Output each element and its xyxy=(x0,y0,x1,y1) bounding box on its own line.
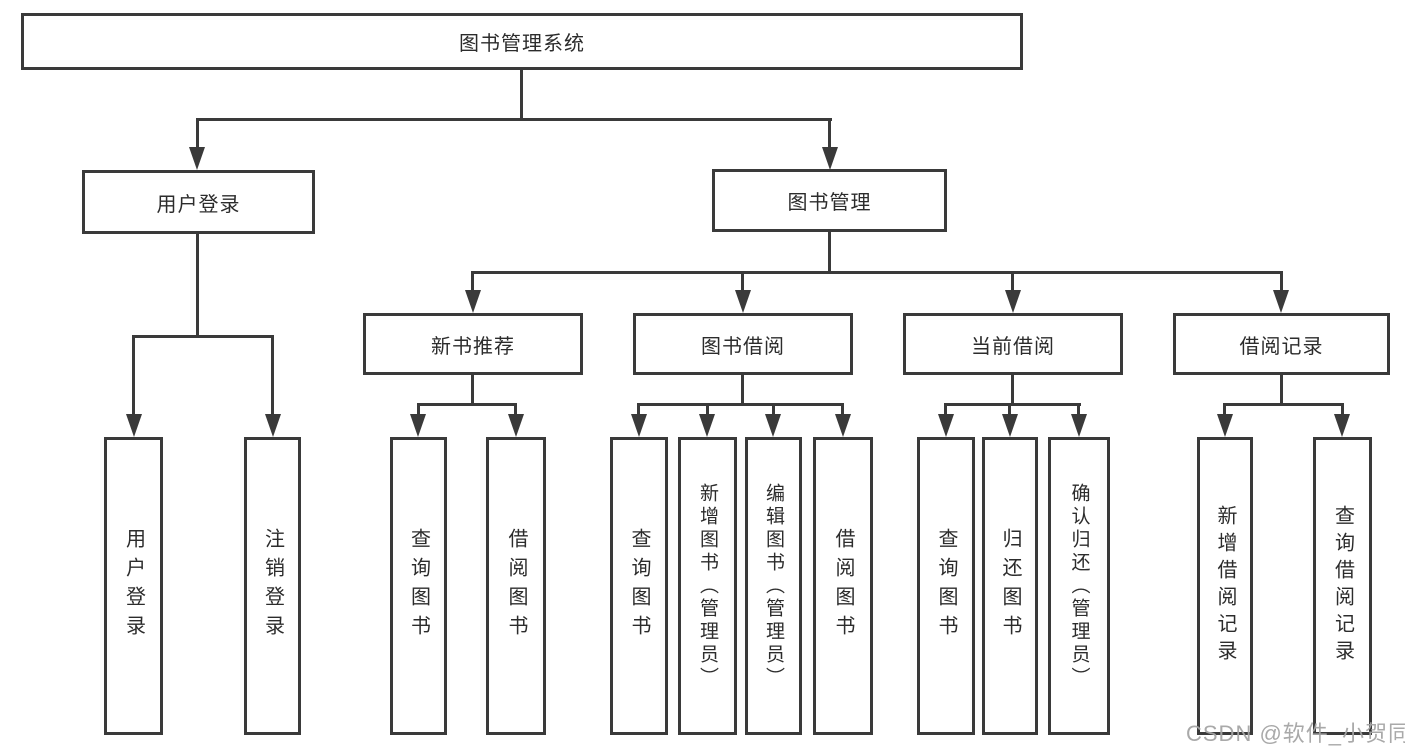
connector-line xyxy=(828,232,831,273)
arrow-down-icon xyxy=(1005,290,1021,313)
node-book-borrowing: 图书借阅 xyxy=(633,313,853,375)
node-current-borrowing: 当前借阅 xyxy=(903,313,1123,375)
connector-line xyxy=(471,271,1283,274)
connector-line xyxy=(132,335,274,338)
arrow-down-icon xyxy=(735,290,751,313)
arrow-down-icon xyxy=(1071,414,1087,437)
arrow-down-icon xyxy=(189,147,205,170)
leaf-add-borrow-record-label: 新增借阅记录 xyxy=(1214,505,1236,667)
leaf-query-books-borrowing-label: 查询图书 xyxy=(628,528,650,644)
connector-line xyxy=(772,403,775,417)
connector-line xyxy=(741,375,744,405)
leaf-borrow-books: 借阅图书 xyxy=(813,437,873,735)
arrow-down-icon xyxy=(938,414,954,437)
leaf-query-borrow-record: 查询借阅记录 xyxy=(1313,437,1372,735)
arrow-down-icon xyxy=(508,414,524,437)
node-user-login: 用户登录 xyxy=(82,170,315,234)
arrow-down-icon xyxy=(1334,414,1350,437)
leaf-return-books-label: 归还图书 xyxy=(999,528,1021,644)
connector-line xyxy=(828,118,831,151)
connector-line xyxy=(471,375,474,405)
connector-line xyxy=(637,403,844,406)
connector-line xyxy=(514,403,517,417)
node-new-book-recommend: 新书推荐 xyxy=(363,313,583,375)
connector-line xyxy=(1077,403,1080,417)
connector-line xyxy=(196,118,199,151)
connector-line xyxy=(1223,403,1344,406)
connector-line xyxy=(1008,403,1011,417)
connector-line xyxy=(841,403,844,417)
leaf-borrow-books-recommend-label: 借阅图书 xyxy=(505,528,527,644)
node-borrow-records-label: 借阅记录 xyxy=(1239,335,1324,358)
connector-line xyxy=(417,403,517,406)
leaf-add-book-admin-label: 新增图书（管理员） xyxy=(697,482,718,690)
arrow-down-icon xyxy=(822,147,838,170)
arrow-down-icon xyxy=(835,414,851,437)
node-current-borrowing-label: 当前借阅 xyxy=(971,335,1055,358)
arrow-down-icon xyxy=(1002,414,1018,437)
leaf-return-books: 归还图书 xyxy=(982,437,1038,735)
arrow-down-icon xyxy=(765,414,781,437)
connector-line xyxy=(1280,375,1283,405)
leaf-query-books-current: 查询图书 xyxy=(917,437,975,735)
leaf-edit-book-admin: 编辑图书（管理员） xyxy=(745,437,802,735)
arrow-down-icon xyxy=(699,414,715,437)
connector-line xyxy=(706,403,709,417)
leaf-borrow-books-recommend: 借阅图书 xyxy=(486,437,546,735)
leaf-query-books-current-label: 查询图书 xyxy=(935,528,957,644)
node-borrow-records: 借阅记录 xyxy=(1173,313,1390,375)
node-library-system-label: 图书管理系统 xyxy=(459,33,585,55)
arrow-down-icon xyxy=(631,414,647,437)
connector-line xyxy=(1341,403,1344,417)
node-book-management-label: 图书管理 xyxy=(787,192,872,214)
arrow-down-icon xyxy=(410,414,426,437)
connector-line xyxy=(197,118,832,121)
leaf-query-books-borrowing: 查询图书 xyxy=(610,437,668,735)
arrow-down-icon xyxy=(265,414,281,437)
arrow-down-icon xyxy=(1273,290,1289,313)
connector-line xyxy=(520,70,523,118)
arrow-down-icon xyxy=(465,290,481,313)
leaf-query-books-recommend: 查询图书 xyxy=(390,437,447,735)
connector-line xyxy=(471,271,474,293)
leaf-query-books-recommend-label: 查询图书 xyxy=(407,528,430,644)
csdn-watermark: CSDN @软件_小贺同学 xyxy=(1186,721,1405,746)
node-user-login-label: 用户登录 xyxy=(156,193,241,216)
connector-line xyxy=(1011,271,1014,293)
arrow-down-icon xyxy=(126,414,142,437)
leaf-add-borrow-record: 新增借阅记录 xyxy=(1197,437,1253,735)
connector-line xyxy=(1223,403,1226,417)
leaf-confirm-return-admin-label: 确认归还（管理员） xyxy=(1068,482,1090,690)
connector-line xyxy=(1011,375,1014,405)
leaf-confirm-return-admin: 确认归还（管理员） xyxy=(1048,437,1110,735)
leaf-edit-book-admin-label: 编辑图书（管理员） xyxy=(763,482,784,690)
node-book-management: 图书管理 xyxy=(712,169,947,232)
connector-line xyxy=(944,403,1081,406)
leaf-logout-login: 注销登录 xyxy=(244,437,301,735)
node-new-book-recommend-label: 新书推荐 xyxy=(431,335,515,358)
connector-line xyxy=(132,335,135,415)
node-library-system: 图书管理系统 xyxy=(21,13,1023,70)
leaf-query-borrow-record-label: 查询借阅记录 xyxy=(1331,505,1354,667)
connector-line xyxy=(196,234,199,337)
connector-line xyxy=(741,271,744,293)
leaf-user-login-label: 用户登录 xyxy=(122,528,145,644)
connector-line xyxy=(944,403,947,417)
connector-line xyxy=(417,403,420,417)
arrow-down-icon xyxy=(1217,414,1233,437)
leaf-user-login: 用户登录 xyxy=(104,437,163,735)
leaf-borrow-books-label: 借阅图书 xyxy=(832,528,854,644)
connector-line xyxy=(1280,271,1283,293)
node-book-borrowing-label: 图书借阅 xyxy=(701,335,785,358)
leaf-logout-login-label: 注销登录 xyxy=(261,528,284,644)
connector-line xyxy=(271,335,274,415)
leaf-add-book-admin: 新增图书（管理员） xyxy=(678,437,737,735)
connector-line xyxy=(637,403,640,417)
